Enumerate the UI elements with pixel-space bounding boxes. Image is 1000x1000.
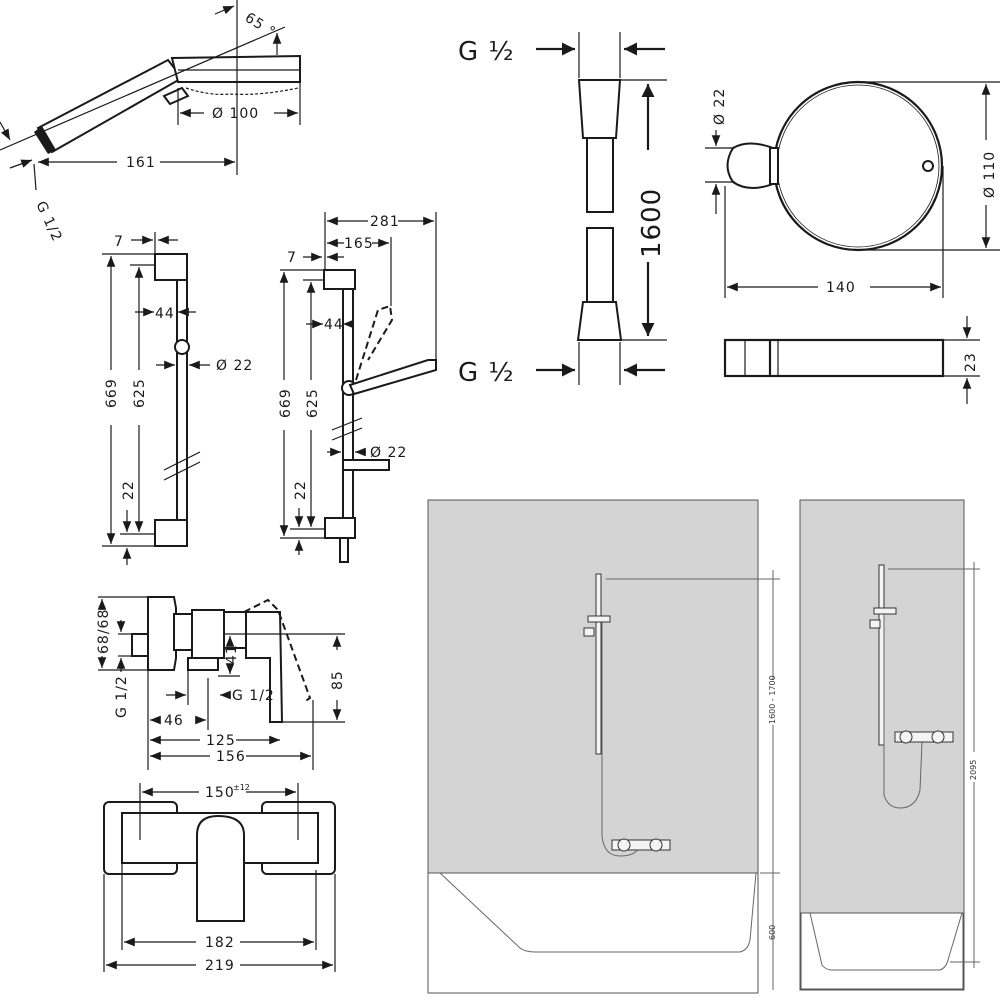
hand-shower-connection-label: G 1/2: [32, 199, 65, 245]
soap-dish-side: [723, 338, 945, 378]
bath-wall: [427, 499, 759, 874]
rail-right-bottom-offset: 22: [293, 480, 309, 500]
hose-top-connection: G ½: [458, 37, 515, 67]
mixer-lever-height: 85: [330, 670, 346, 690]
hand-shower-view: 65 ° Ø 100 161 G 1/2: [0, 0, 301, 245]
slider-knob: [174, 339, 190, 355]
bottom-bracket: [154, 519, 188, 547]
soap-dish-height: 23: [963, 352, 979, 372]
rail-left-bottom-offset: 22: [121, 480, 137, 500]
soap-dish-rail-diameter: Ø 22: [712, 88, 728, 125]
soap-dish-view: Ø 22 Ø 110 140 23: [705, 80, 1000, 404]
hand-shower-diameter-label: Ø 100: [212, 106, 259, 122]
rail-left-total-height: 669: [104, 378, 120, 408]
rail-left-diameter: Ø 22: [216, 358, 253, 374]
rail-left-view: 7 44 Ø 22 669 625 22: [102, 232, 253, 565]
hose-view: G ½ 1600 G ½: [458, 32, 667, 388]
mixer-outlet-connection: G 1/2: [232, 688, 275, 704]
rail-left-inner-height: 625: [132, 378, 148, 408]
hand-shower-length-label: 161: [126, 155, 156, 171]
installation-bath-view: 1600 - 1700 600: [427, 499, 780, 994]
rail-right-total-width: 281: [370, 214, 400, 230]
mixer-total-depth: 156: [216, 749, 246, 765]
soap-dish-width: 140: [826, 280, 856, 296]
soap-dish-diameter: Ø 110: [982, 151, 998, 198]
rail-right-total-height: 669: [278, 388, 294, 418]
mixer-front-view: 150 ±12 182 219: [103, 783, 336, 974]
rail-right-diameter: Ø 22: [370, 445, 407, 461]
hose-length-label: 1600: [637, 188, 667, 258]
angle-label: 65 °: [242, 10, 279, 41]
rail-left-top-offset: 7: [114, 234, 124, 250]
rail-right-view: 281 165 7 44 Ø 22 669 625 22: [278, 212, 437, 563]
installation-shower-view: 2095: [799, 499, 980, 991]
top-bracket: [154, 253, 188, 281]
mixer-centers-label: 150: [205, 785, 235, 801]
shower-rail-height: 2095: [969, 760, 978, 780]
mixer-lever: [196, 814, 245, 922]
mixer-total-width: 219: [205, 958, 235, 974]
rail-right-top-offset: 7: [287, 250, 297, 266]
rail-left-wall-offset: 44: [155, 306, 175, 322]
mixer-height-label: 68/68: [96, 609, 112, 654]
mixer-tolerance-label: ±12: [233, 783, 250, 792]
drain-hole: [922, 160, 934, 172]
mixer-side-view: 68/68 G 1/2 41 G 1/2 85 46 125 156: [96, 596, 346, 770]
rail-right-wall-offset: 44: [324, 317, 344, 333]
mixer-outlet-height: 41: [224, 644, 240, 664]
dish-outline: [772, 80, 944, 252]
hose-bottom-connection: G ½: [458, 358, 515, 388]
bath-rail-height: 1600 - 1700: [768, 675, 777, 724]
rail-right-inner-height: 625: [305, 388, 321, 418]
hand-shower-body: [34, 54, 301, 154]
mixer-outlet-offset: 46: [164, 713, 184, 729]
bath-height: 600: [768, 925, 777, 940]
rail-right-handshower-width: 165: [344, 236, 374, 252]
mixer-body-width: 182: [205, 935, 235, 951]
mixer-lever-depth: 125: [206, 733, 236, 749]
mixer-inlet-label: G 1/2: [114, 675, 130, 718]
